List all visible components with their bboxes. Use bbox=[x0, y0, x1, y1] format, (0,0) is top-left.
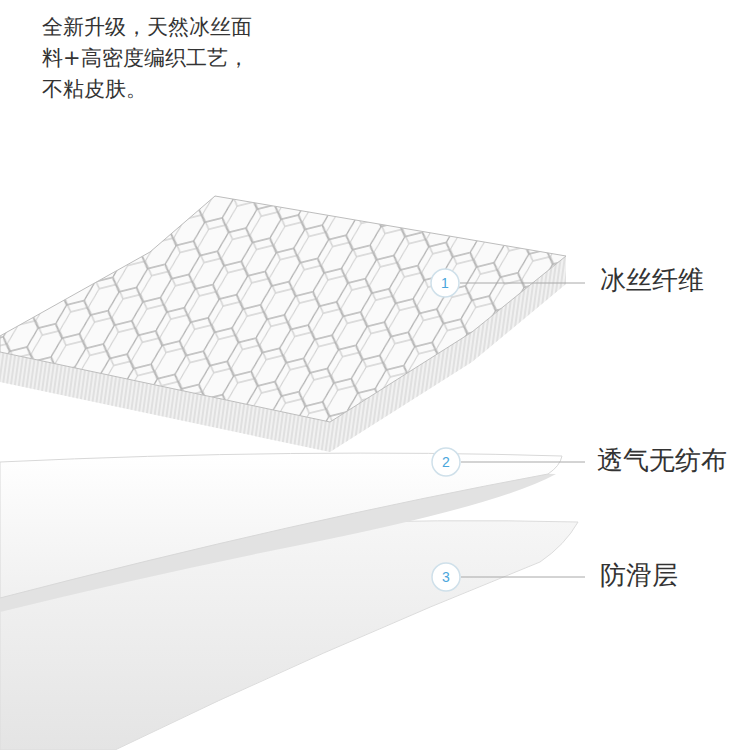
part-label: 防滑层 bbox=[600, 558, 678, 592]
tagline-text: 全新升级，天然冰丝面料+高密度编织工艺，不粘皮肤。 bbox=[42, 12, 257, 105]
callout-number: 3 bbox=[432, 567, 460, 587]
callout-number: 1 bbox=[431, 273, 459, 293]
callout-circle bbox=[432, 563, 460, 591]
callout-circle bbox=[432, 448, 460, 476]
part-label: 冰丝纤维 bbox=[600, 263, 704, 297]
part-label: 透气无纺布 bbox=[597, 443, 727, 477]
leader-line bbox=[460, 283, 585, 284]
callout-circle bbox=[431, 269, 459, 297]
callout-number: 2 bbox=[432, 452, 460, 472]
leader-line bbox=[461, 577, 585, 578]
leader-line bbox=[461, 462, 585, 463]
